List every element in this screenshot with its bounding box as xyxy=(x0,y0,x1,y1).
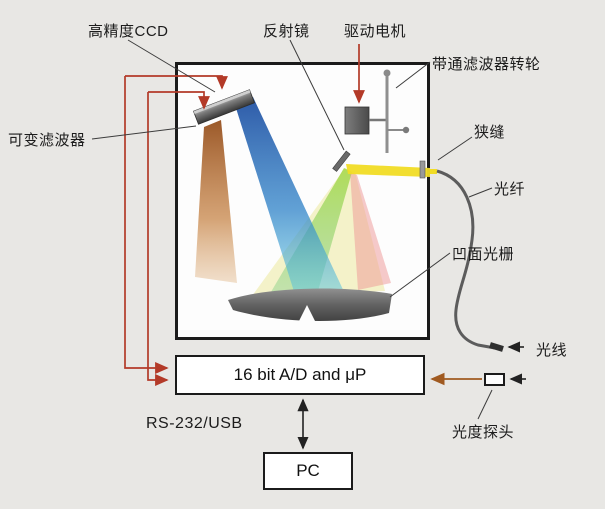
adc-box-label: 16 bit A/D and μP xyxy=(233,365,367,384)
slit-label: 狭缝 xyxy=(474,124,506,141)
ccd-label: 高精度CCD xyxy=(88,23,169,40)
mirror-label: 反射镜 xyxy=(263,23,310,40)
spectrometer-enclosure xyxy=(175,62,430,340)
pc-box: PC xyxy=(263,452,353,490)
grating-label: 凹面光栅 xyxy=(452,246,515,263)
photometric-probe xyxy=(484,373,505,386)
pc-box-label: PC xyxy=(296,461,320,480)
beam-yellow-exit xyxy=(430,169,437,174)
motor-label: 驱动电机 xyxy=(344,23,407,40)
adc-box: 16 bit A/D and μP xyxy=(175,355,425,395)
probe-label: 光度探头 xyxy=(452,424,515,441)
variable-filter-label: 可变滤波器 xyxy=(8,132,86,149)
filter-wheel-label: 带通滤波器转轮 xyxy=(432,56,541,73)
interface-label: RS-232/USB xyxy=(146,415,243,432)
fiber-tip xyxy=(489,342,504,352)
light-ray-label: 光线 xyxy=(536,342,568,359)
fiber-label: 光纤 xyxy=(494,181,526,198)
